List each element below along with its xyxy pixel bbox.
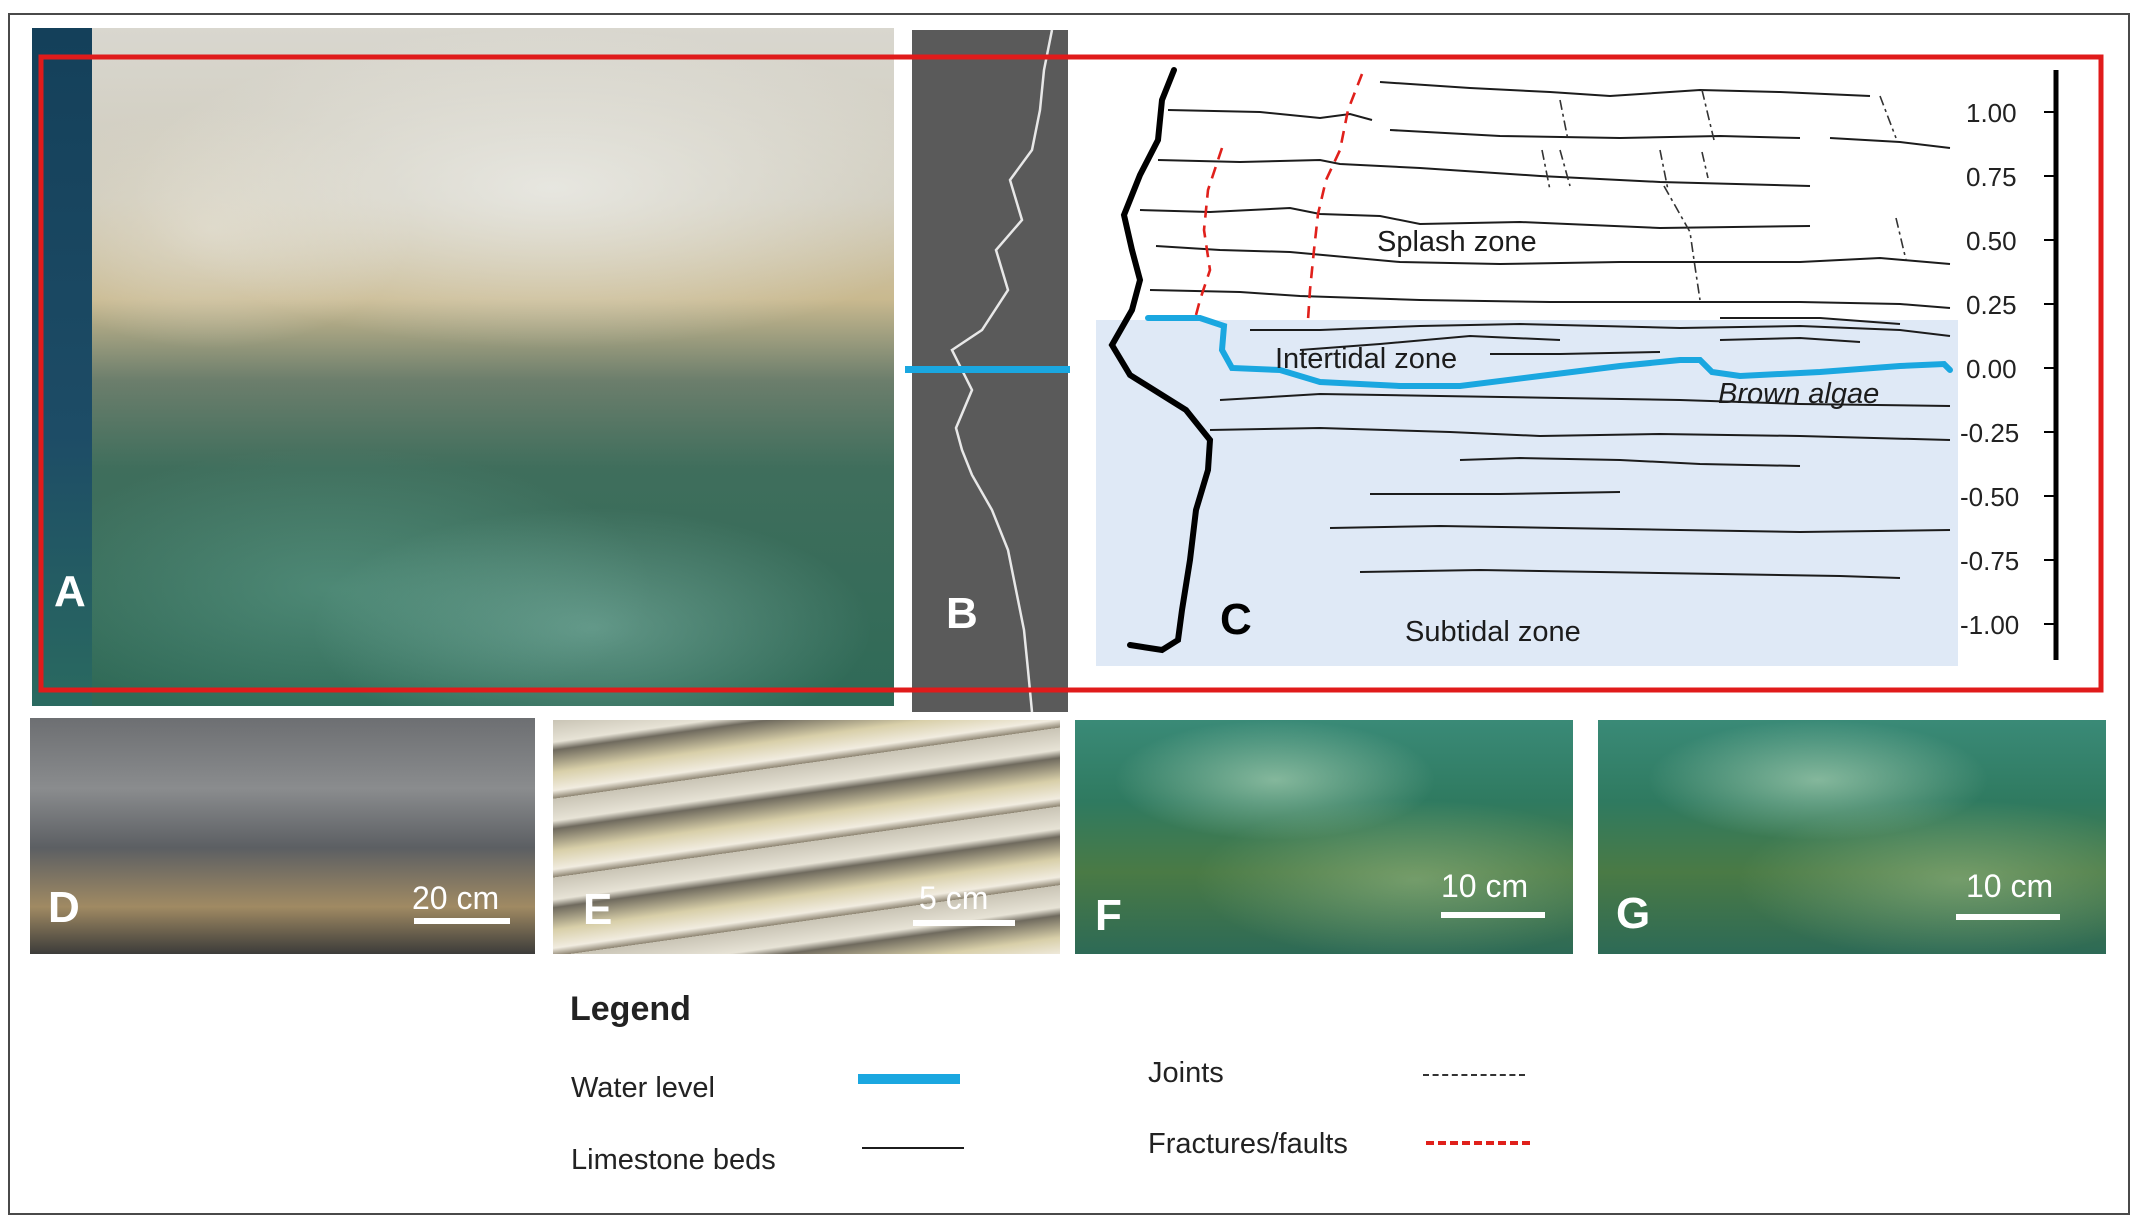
brown-algae-label: Brown algae [1718, 378, 1880, 410]
panel-e-letter: E [583, 885, 613, 934]
panel-g-letter: G [1616, 889, 1651, 938]
intertidal-zone-label: Intertidal zone [1275, 343, 1458, 375]
tick-label: 0.25 [1966, 290, 2017, 320]
panel-a-letter: A [54, 567, 86, 616]
legend-water-level-swatch [858, 1074, 960, 1084]
legend-fractures-swatch [1426, 1141, 1530, 1145]
panel-c-letter: C [1220, 595, 1252, 644]
legend-limestone-beds-label: Limestone beds [571, 1144, 776, 1176]
panel-a-point-cloud: A [32, 28, 894, 706]
tick-label: 0.50 [1966, 226, 2017, 256]
subtidal-zone-label: Subtidal zone [1405, 616, 1581, 648]
panel-d-photo: D 20 cm [30, 718, 535, 954]
panel-f-photo: F 10 cm [1075, 720, 1573, 954]
panel-f-scale-bar [1441, 912, 1545, 918]
tick-label: -0.25 [1960, 418, 2020, 448]
legend-limestone-beds-swatch [862, 1147, 964, 1149]
panel-g-scale-label: 10 cm [1966, 868, 2054, 904]
panel-e-scale-label: 5 cm [919, 880, 989, 916]
panel-f-scale-label: 10 cm [1441, 868, 1529, 904]
panel-g-photo: G 10 cm [1598, 720, 2106, 954]
legend-joints-swatch [1423, 1074, 1525, 1076]
panel-e-scale-bar [913, 920, 1015, 926]
water-level-marker-b [905, 366, 1070, 373]
tick-label: 0.75 [1966, 162, 2017, 192]
tick-label: 0.00 [1966, 354, 2017, 384]
tick-label: -0.75 [1960, 546, 2020, 576]
legend-fractures-label: Fractures/faults [1148, 1128, 1348, 1160]
panel-f-letter: F [1095, 891, 1122, 940]
figure-frame [8, 13, 2130, 1215]
panel-b-letter: B [946, 589, 978, 638]
legend-title: Legend [570, 990, 691, 1028]
legend-water-level-label: Water level [571, 1072, 715, 1104]
panel-e-photo: E 5 cm [553, 720, 1060, 954]
tick-label: -1.00 [1960, 610, 2020, 640]
tick-label: -0.50 [1960, 482, 2020, 512]
splash-zone-label: Splash zone [1377, 226, 1537, 258]
panel-d-scale-bar [414, 918, 510, 924]
legend-joints-label: Joints [1148, 1057, 1224, 1089]
tick-label: 1.00 [1966, 98, 2017, 128]
panel-d-scale-label: 20 cm [412, 880, 500, 916]
panel-d-letter: D [48, 883, 80, 932]
panel-g-scale-bar [1956, 914, 2060, 920]
